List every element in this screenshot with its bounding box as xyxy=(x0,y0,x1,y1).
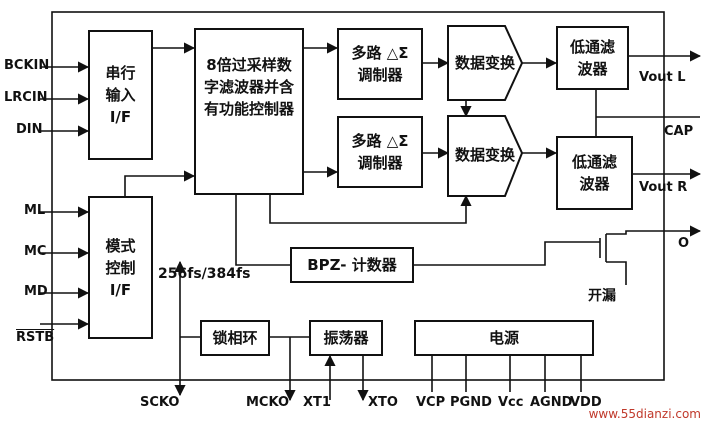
pin-vdd: VDD xyxy=(570,395,602,410)
open-drain-label: 开漏 xyxy=(588,288,616,304)
pin-vout-l: Vout L xyxy=(639,70,686,85)
transistor-source xyxy=(606,261,627,285)
pin-md: MD xyxy=(24,284,48,299)
data-converter-bottom-label: 数据变换 xyxy=(454,146,515,164)
pin-din: DIN xyxy=(16,122,43,137)
pin-vcc: Vcc xyxy=(498,395,524,410)
modulator-bottom-block: 多路 △Σ 调制器 xyxy=(337,116,423,188)
pin-o: O xyxy=(678,236,690,251)
bpz-counter-block: BPZ- 计数器 xyxy=(290,247,414,283)
power-block: 电源 xyxy=(414,320,594,356)
chip-outline xyxy=(51,11,665,381)
serial-input-block: 串行 输入 I/F xyxy=(88,30,153,160)
pin-vout-r: Vout R xyxy=(639,180,688,195)
pin-cap: CAP xyxy=(664,124,694,139)
pin-ml: ML xyxy=(24,203,46,218)
watermark: www.55dianzi.com xyxy=(588,407,701,421)
pin-rstb: RSTB xyxy=(16,330,55,345)
pin-xt1: XT1 xyxy=(303,395,331,410)
data-converter-bottom-shape xyxy=(447,115,524,197)
pin-vcp: VCP xyxy=(416,395,446,410)
low-pass-filter-top-block: 低通滤 波器 xyxy=(556,26,629,90)
wire-bpz-transistor xyxy=(414,241,600,266)
pin-bckin: BCKIN xyxy=(4,58,50,73)
pin-lrcin: LRCIN xyxy=(4,90,48,105)
wire-mode-filter xyxy=(124,170,196,196)
transistor-drain xyxy=(606,225,702,237)
modulator-top-block: 多路 △Σ 调制器 xyxy=(337,28,423,100)
data-converter-top-shape xyxy=(447,25,524,101)
wire-filter-conv-ctrl xyxy=(269,194,472,224)
pin-scko: SCKO xyxy=(140,395,180,410)
oversampling-filter-block: 8倍过采样数 字滤波器并含 有功能控制器 xyxy=(194,28,304,195)
pin-mcko: MCKO xyxy=(246,395,290,410)
low-pass-filter-bottom-block: 低通滤 波器 xyxy=(556,136,633,210)
mode-control-block: 模式 控制 I/F xyxy=(88,196,153,339)
data-converter-top-label: 数据变换 xyxy=(454,54,515,72)
sample-rate-label: 256fs/384fs xyxy=(158,266,251,282)
pin-mc: MC xyxy=(24,244,47,259)
pin-pgnd: PGND xyxy=(450,395,492,410)
wire-filter-bpz xyxy=(235,195,290,266)
pin-xto: XTO xyxy=(368,395,398,410)
oscillator-block: 振荡器 xyxy=(309,320,383,356)
pll-block: 锁相环 xyxy=(200,320,270,356)
pin-agnd: AGND xyxy=(530,395,573,410)
